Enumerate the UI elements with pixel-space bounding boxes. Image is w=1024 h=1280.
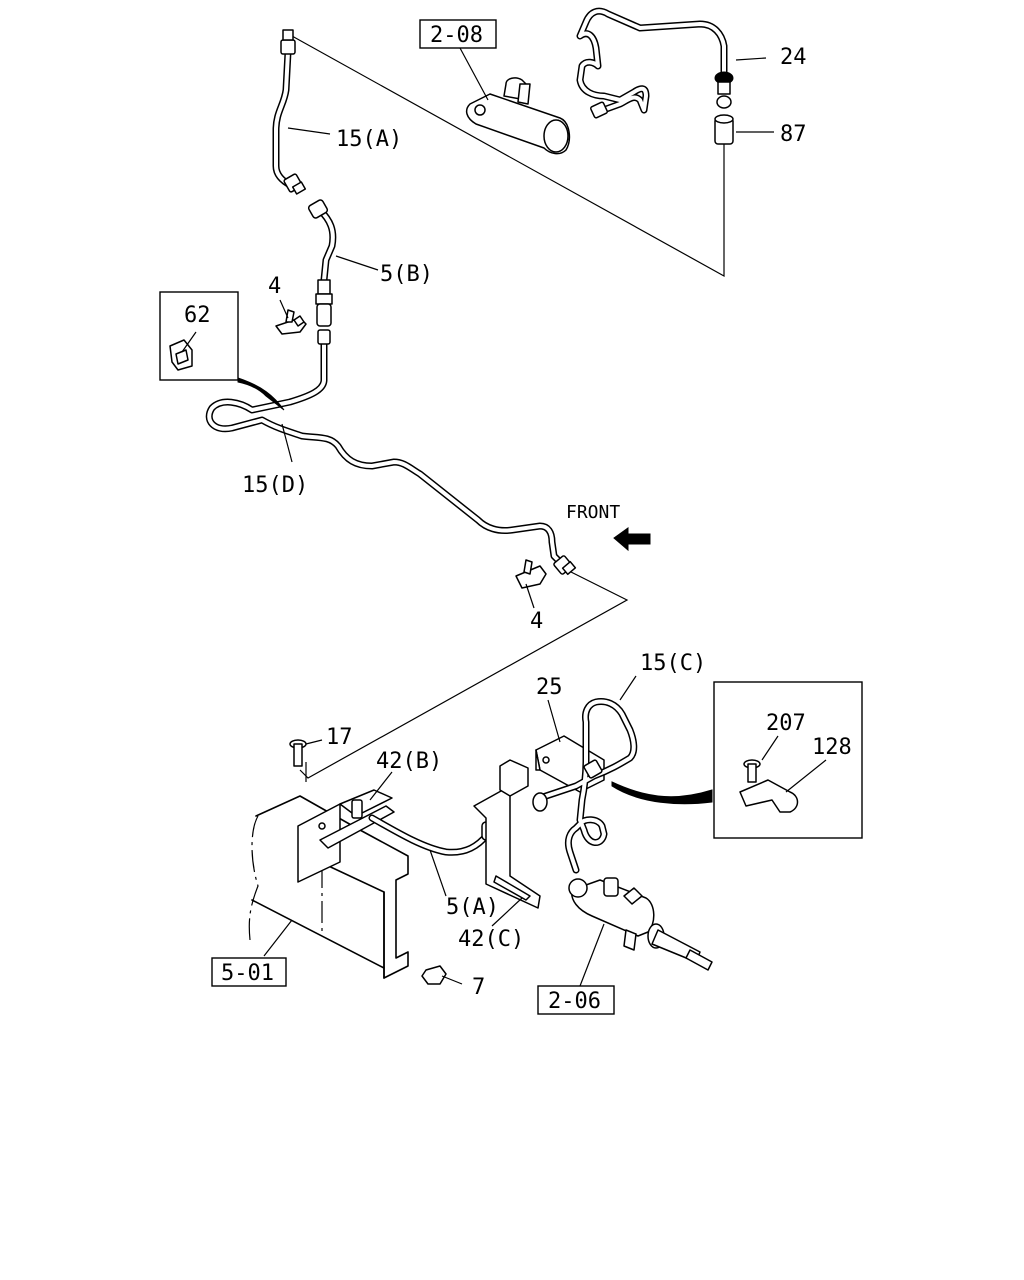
callout-labels: 24 87 15(A) 5(B) 4 62 15(D) 4 15(C) 25 1… (184, 45, 852, 1000)
nut-7 (421, 965, 447, 985)
ref-label-5-01: 5-01 (221, 961, 274, 986)
callout-17: 17 (326, 725, 353, 750)
callout-24: 24 (780, 45, 807, 70)
callout-87: 87 (780, 122, 807, 147)
callout-62: 62 (184, 303, 211, 328)
callout-7: 7 (472, 975, 485, 1000)
pipe-15d (205, 329, 577, 576)
hose-5b (307, 199, 337, 327)
ref-label-2-06: 2-06 (548, 989, 601, 1014)
bolt-17 (289, 739, 307, 767)
bracket-42c (473, 759, 541, 909)
callout-5b: 5(B) (380, 262, 433, 287)
bushing-87 (714, 114, 734, 145)
clip-4-bottom (515, 559, 547, 589)
front-direction-label: FRONT (566, 502, 620, 523)
callout-15c: 15(C) (640, 651, 706, 676)
ref-box-2-06[interactable]: 2-06 (537, 985, 615, 1015)
phantom-outline-lines (291, 35, 725, 779)
pipe-15a (272, 29, 307, 195)
callout-42b: 42(B) (376, 749, 442, 774)
fitting-24 (714, 71, 734, 109)
callout-15d: 15(D) (242, 473, 308, 498)
master-cylinder-upper (465, 77, 571, 155)
ref-box-5-01[interactable]: 5-01 (211, 957, 287, 987)
callout-128: 128 (812, 735, 852, 760)
ref-label-2-08: 2-08 (430, 23, 483, 48)
clip-4-top (275, 309, 307, 335)
callout-5a: 5(A) (446, 895, 499, 920)
callout-15a: 15(A) (336, 127, 402, 152)
callout-25: 25 (536, 675, 563, 700)
callout-leaders (181, 47, 827, 987)
pipe-15c (532, 698, 638, 874)
inset-clip-62 (159, 291, 285, 411)
callout-207: 207 (766, 711, 806, 736)
ref-box-2-08[interactable]: 2-08 (419, 19, 497, 49)
master-cylinder-lower (568, 877, 713, 971)
callout-4-top: 4 (268, 274, 281, 299)
inset-clamp-128 (611, 681, 863, 839)
pipe-upper-loop (576, 7, 728, 119)
callout-4-bottom: 4 (530, 609, 543, 634)
callout-42c: 42(C) (458, 927, 524, 952)
front-arrow-icon (613, 527, 651, 552)
